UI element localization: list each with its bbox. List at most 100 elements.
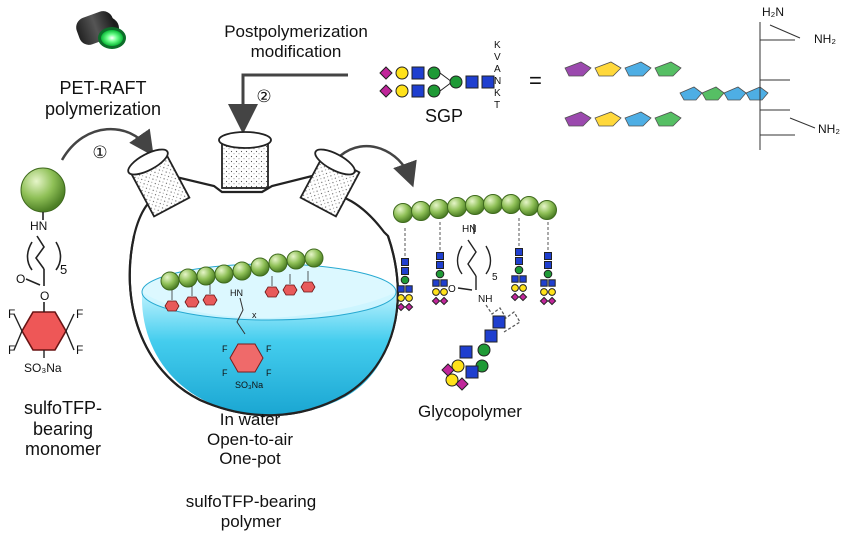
bead: [501, 194, 521, 214]
tfp-ring-icon: [164, 300, 180, 312]
glycopolymer-label: Glycopolymer: [400, 402, 540, 422]
monomer-f2-label: F: [76, 307, 83, 321]
step3-arrow: [339, 145, 417, 188]
glycan-square-icon: [481, 75, 495, 89]
bead: [429, 199, 449, 219]
tfp-ring-icon: [264, 286, 280, 298]
sgp-h2n-label: H₂N: [762, 5, 784, 19]
glycan-square-icon: [405, 285, 413, 293]
glycan-circle-icon: [540, 288, 548, 296]
glycan-diamond-icon: [396, 302, 406, 312]
glycan-circle-icon: [395, 66, 409, 80]
bead: [411, 201, 431, 221]
step2-arrow: [228, 73, 348, 134]
monomer-label: sulfoTFP- bearing monomer: [8, 398, 118, 460]
glycan-square-icon: [548, 279, 556, 287]
sugar-ring-icon: [624, 111, 652, 127]
glyco-repeat-5: 5: [492, 272, 498, 283]
glycan-circle-icon: [445, 373, 459, 387]
bead: [465, 195, 485, 215]
glycan-square-icon: [544, 261, 552, 269]
peptide-letter: K: [494, 88, 501, 99]
glycan-circle-icon: [519, 284, 527, 292]
pet-raft-text: PET-RAFT polymerization: [44, 78, 162, 119]
sgp-equals-sign: =: [529, 68, 542, 93]
glycan-circle-icon: [397, 294, 405, 302]
glycan-square-icon: [540, 279, 548, 287]
glycan-square-icon: [544, 252, 552, 260]
glycan-square-icon: [484, 329, 498, 343]
glycan-circle-icon: [477, 343, 491, 357]
sugar-ring-icon: [701, 86, 725, 101]
peptide-letter: K: [494, 40, 501, 51]
postpolymerization-label: Postpolymerization modification: [196, 22, 396, 61]
glycan-square-icon: [411, 66, 425, 80]
polymer-text: sulfoTFP-bearing polymer: [185, 492, 317, 531]
sugar-ring-icon: [624, 61, 652, 77]
reaction-conditions-text: In water Open-to-air One-pot: [207, 410, 293, 469]
glycan-diamond-icon: [455, 377, 469, 391]
monomer-f4-label: F: [76, 343, 83, 357]
sgp-nh2-bottom-label: NH₂: [818, 122, 840, 136]
bead: [178, 268, 198, 288]
bead: [196, 266, 216, 286]
glycopolymer-backbone: [393, 194, 557, 223]
glycan-circle-icon: [451, 359, 465, 373]
glycan-square-icon: [432, 279, 440, 287]
flask-f4-label: F: [266, 368, 272, 378]
bead: [268, 253, 288, 273]
glycan-square-icon: [401, 267, 409, 275]
glycan-circle-icon: [449, 75, 463, 89]
glycan-circle-icon: [514, 265, 524, 275]
monomer-so3na-label: SO₃Na: [24, 361, 62, 375]
glycan-circle-icon: [511, 284, 519, 292]
glyco-hn-label: HN: [462, 224, 476, 235]
bead: [483, 194, 503, 214]
flask-pendant-groups: [164, 271, 316, 312]
sgp-text: SGP: [424, 106, 463, 126]
glycan-square-icon: [465, 365, 479, 379]
step2-marker: ②: [256, 87, 271, 106]
monomer-hn-label: HN: [30, 219, 47, 233]
glycan-square-icon: [401, 258, 409, 266]
glycan-circle-icon: [435, 269, 445, 279]
glycopolymer-linker-structure: HN 5 O NH: [448, 224, 521, 333]
sugar-ring-icon: [745, 86, 769, 101]
monomer-repeat-5: 5: [60, 262, 67, 277]
postpolymerization-text: Postpolymerization modification: [224, 22, 368, 61]
peptide-letter: V: [494, 52, 501, 63]
bead: [214, 264, 234, 284]
glycan-circle-icon: [548, 288, 556, 296]
glycan-diamond-icon: [379, 84, 393, 98]
flask-so3na-label: SO₃Na: [235, 380, 263, 390]
glycan-circle-icon: [395, 84, 409, 98]
glycan-square-icon: [436, 261, 444, 269]
glycan-diamond-icon: [547, 296, 557, 306]
glycan-circle-icon: [543, 269, 553, 279]
peptide-letter: N: [494, 76, 501, 87]
glycan-square-icon: [436, 252, 444, 260]
monomer-f3-label: F: [8, 343, 15, 357]
glycan-square-icon: [411, 84, 425, 98]
glycan-diamond-icon: [539, 296, 549, 306]
monomer-o2-label: O: [40, 289, 49, 303]
bead: [447, 197, 467, 217]
bead: [519, 196, 539, 216]
glycan-diamond-icon: [510, 292, 520, 302]
sgp-glycan-legend: [379, 66, 495, 98]
glycan-diamond-icon: [439, 296, 449, 306]
glycan-square-icon: [519, 275, 527, 283]
glycan-circle-icon: [427, 66, 441, 80]
tfp-ring-icon: [282, 284, 298, 296]
tfp-ring-icon: [300, 281, 316, 293]
sugar-ring-icon: [723, 86, 747, 101]
bead: [232, 261, 252, 281]
glycan-square-icon: [397, 285, 405, 293]
peptide-letter: T: [494, 100, 500, 111]
bead: [537, 200, 557, 220]
flask-f1-label: F: [222, 344, 228, 354]
glycopolymer-side-chains: [396, 218, 557, 391]
sugar-ring-icon: [594, 61, 622, 77]
bead: [393, 203, 413, 223]
